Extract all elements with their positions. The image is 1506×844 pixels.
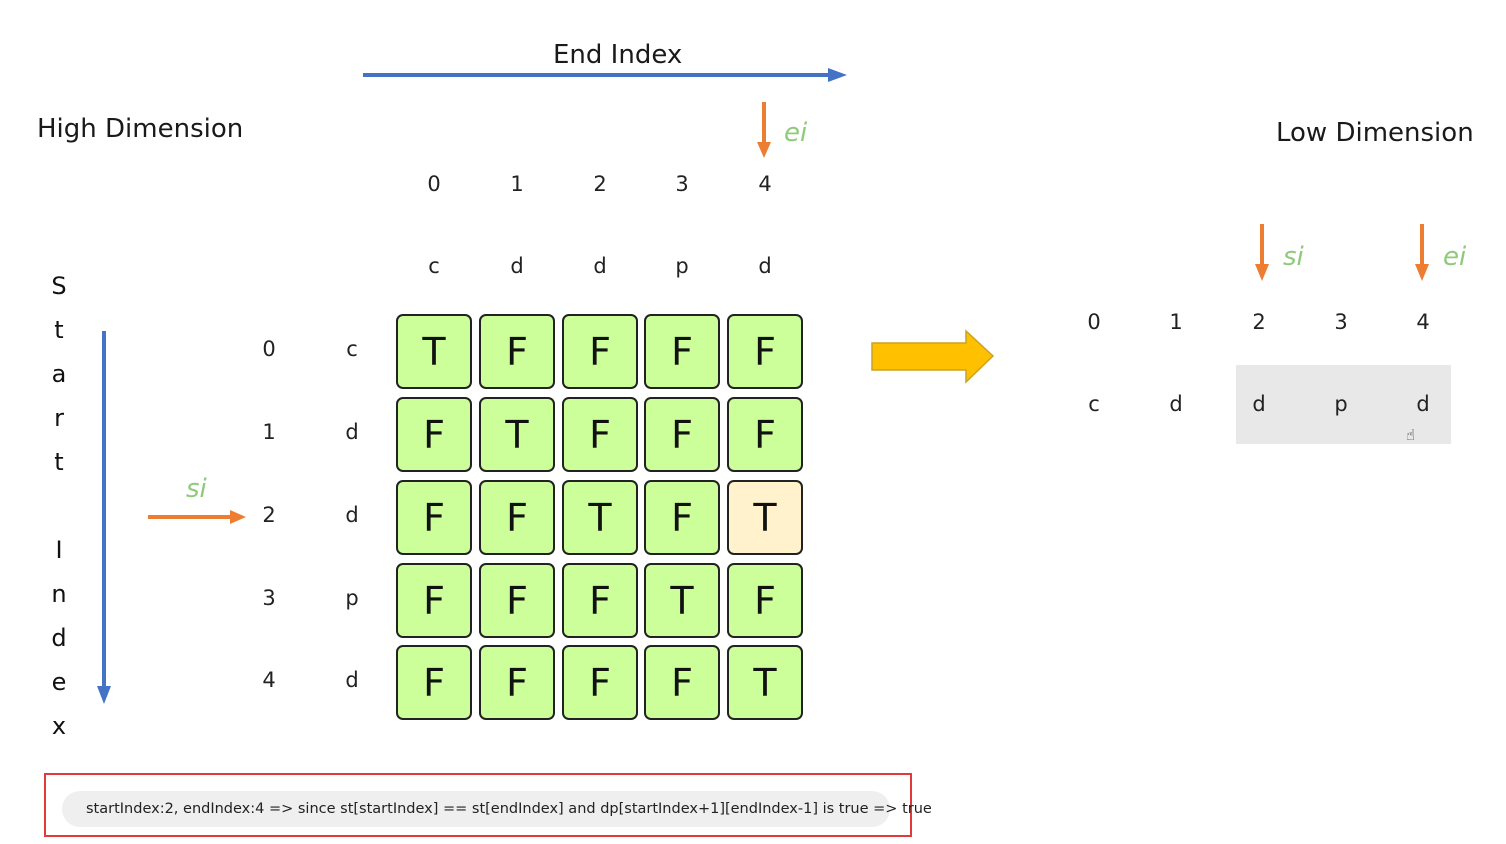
high-dimension-title: High Dimension [37,114,244,144]
start-index-letter: x [51,712,67,740]
column-char: d [758,254,772,278]
low-index: 1 [1169,310,1183,334]
end-index-label: End Index [553,40,683,70]
column-char: c [428,254,440,278]
dp-cell: T [562,480,638,555]
dp-cell: T [479,397,555,472]
dp-cell: T [396,314,472,389]
dp-cell: F [562,645,638,720]
start-index-letter: d [51,624,67,652]
transform-arrow [871,329,995,384]
dp-cell: F [562,314,638,389]
start-index-letter: t [54,448,64,476]
low-char: c [1088,392,1100,416]
low-si-label: si [1283,242,1304,272]
dp-cell: F [644,480,720,555]
row-char: d [345,503,359,527]
dp-cell: F [727,563,803,638]
end-index-arrow [363,68,847,82]
dp-cell: F [479,314,555,389]
dp-cell: F [479,645,555,720]
column-char: d [510,254,524,278]
low-index: 3 [1334,310,1348,334]
si-pointer-arrow [148,510,246,524]
dp-cell-highlighted: T [727,480,803,555]
dp-cell: F [644,397,720,472]
column-index: 4 [758,172,772,196]
dp-cell: F [727,397,803,472]
dp-cell: T [727,645,803,720]
low-char: p [1334,392,1348,416]
dp-cell: F [562,397,638,472]
low-ei-pointer-arrow [1415,224,1429,281]
column-char: p [675,254,689,278]
dp-cell: F [479,563,555,638]
low-char: d [1252,392,1266,416]
low-index: 0 [1087,310,1101,334]
row-char: d [345,420,359,444]
dp-cell: T [644,563,720,638]
start-index-letter: a [51,360,67,388]
column-index: 2 [593,172,607,196]
dp-cell: F [396,563,472,638]
low-index: 2 [1252,310,1266,334]
start-index-letter: e [51,668,67,696]
start-index-letter: t [54,316,64,344]
low-char: d [1416,392,1430,416]
start-index-letter: I [55,536,63,564]
description-box: startIndex:2, endIndex:4 => since st[sta… [44,773,932,837]
dp-cell: F [396,645,472,720]
start-index-letter: r [54,404,64,432]
start-index-letter: S [51,272,67,300]
row-char: p [345,586,359,610]
row-char: d [345,668,359,692]
start-index-letter: n [51,580,67,608]
dp-cell: F [644,645,720,720]
row-index: 2 [262,503,276,527]
row-char: c [346,337,358,361]
low-si-pointer-arrow [1255,224,1269,281]
low-ei-label: ei [1443,242,1467,272]
dp-cell: F [727,314,803,389]
column-index: 1 [510,172,524,196]
row-index: 3 [262,586,276,610]
hand-cursor-icon: ☝ [1406,426,1416,444]
ei-label: ei [784,118,808,148]
row-index: 4 [262,668,276,692]
column-char: d [593,254,607,278]
low-char: d [1169,392,1183,416]
row-index: 1 [262,420,276,444]
start-index-arrow [97,331,111,704]
dp-cell: F [562,563,638,638]
column-index: 0 [427,172,441,196]
column-index: 3 [675,172,689,196]
row-index: 0 [262,337,276,361]
dp-cell: F [396,480,472,555]
low-index: 4 [1416,310,1430,334]
dp-cell: F [396,397,472,472]
low-dimension-title: Low Dimension [1276,118,1474,148]
si-label: si [186,474,207,504]
ei-pointer-arrow [757,102,771,158]
description-text: startIndex:2, endIndex:4 => since st[sta… [62,791,932,827]
selected-substring-highlight [1236,365,1451,444]
dp-cell: F [479,480,555,555]
dp-cell: F [644,314,720,389]
